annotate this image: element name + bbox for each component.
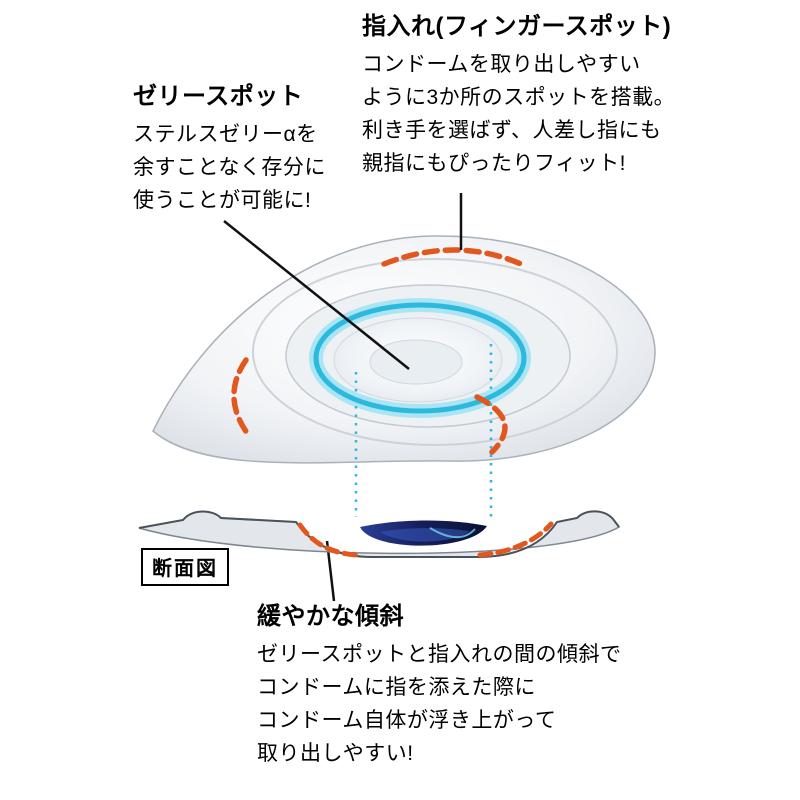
- slope-mark-right: [477, 521, 554, 558]
- jelly-spot-line: 余すことなく存分に: [133, 156, 326, 179]
- jelly-spot-line: 使うことが可能に!: [133, 189, 312, 212]
- finger-spot-callout: 指入れ(フィンガースポット) コンドームを取り出しやすい ように3か所のスポット…: [362, 12, 675, 180]
- slope-line: コンドームに指を添えた際に: [257, 676, 536, 699]
- finger-spot-title: 指入れ(フィンガースポット): [362, 13, 672, 40]
- slope-line: コンドーム自体が浮き上がって: [257, 709, 557, 732]
- leader-line-jelly: [223, 220, 410, 370]
- package-top-view: [152, 235, 656, 464]
- center-dimple: [369, 339, 463, 385]
- jelly-spot-line: ステルスゼリーαを: [133, 123, 318, 146]
- cross-section-label: 断面図: [141, 548, 229, 586]
- condom-highlight: [380, 528, 470, 542]
- finger-spot-mark-left: [231, 357, 253, 440]
- condom-cyan-streak: [429, 527, 476, 539]
- slope-callout: 緩やかな傾斜 ゼリースポットと指入れの間の傾斜で コンドームに指を添えた際に コ…: [257, 602, 621, 770]
- outer-ridge: [252, 258, 618, 446]
- finger-spot-mark-top: [381, 247, 524, 267]
- finger-spot-line: ように3か所のスポットを搭載。: [362, 86, 676, 109]
- finger-spot-mark-right: [474, 394, 508, 455]
- jelly-spot-glow-ring: [313, 302, 527, 414]
- finger-spot-line: 利き手を選ばず、人差し指にも: [362, 119, 662, 142]
- finger-spot-line: コンドームを取り出しやすい: [362, 53, 641, 76]
- package-cross-section: [138, 510, 621, 558]
- jelly-spot-callout: ゼリースポット ステルスゼリーαを 余すことなく存分に 使うことが可能に!: [133, 82, 326, 217]
- slope-line: 取り出しやすい!: [257, 742, 414, 765]
- slope-title: 緩やかな傾斜: [257, 603, 404, 630]
- slope-mark-left: [297, 522, 361, 558]
- jelly-spot-title: ゼリースポット: [133, 83, 304, 110]
- cross-section-top-edge: [138, 510, 620, 558]
- slope-line: ゼリースポットと指入れの間の傾斜で: [257, 643, 622, 666]
- finger-spot-line: 親指にもぴったりフィット!: [362, 152, 626, 175]
